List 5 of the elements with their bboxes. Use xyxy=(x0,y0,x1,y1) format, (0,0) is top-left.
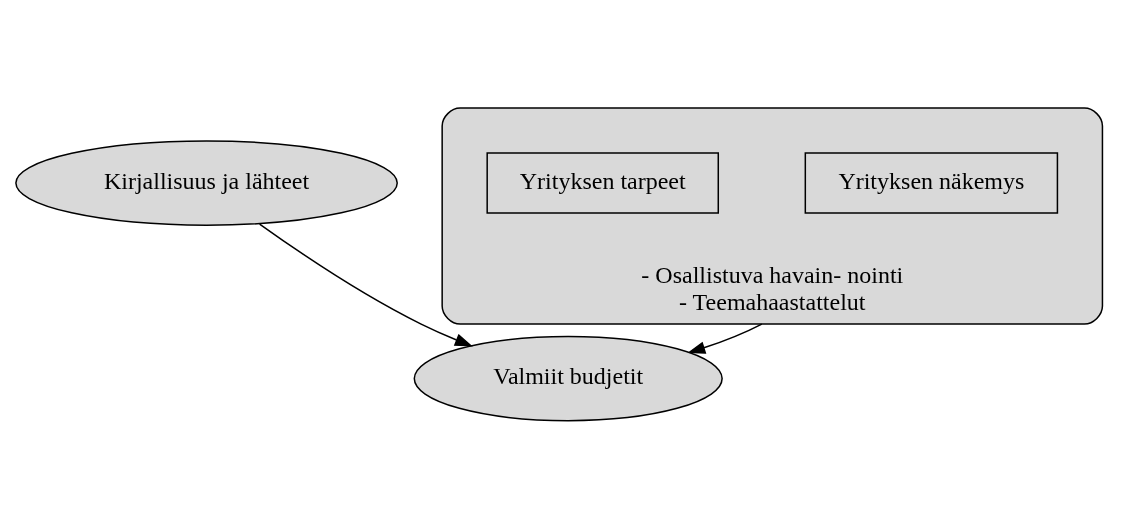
arrow xyxy=(687,322,763,354)
node-box: Yrityksen tarpeet xyxy=(486,151,720,214)
node-box: Yrityksen näkemys xyxy=(804,151,1059,214)
arrow xyxy=(258,222,473,346)
node-ellipse: Kirjallisuus ja lähteet xyxy=(15,139,398,226)
